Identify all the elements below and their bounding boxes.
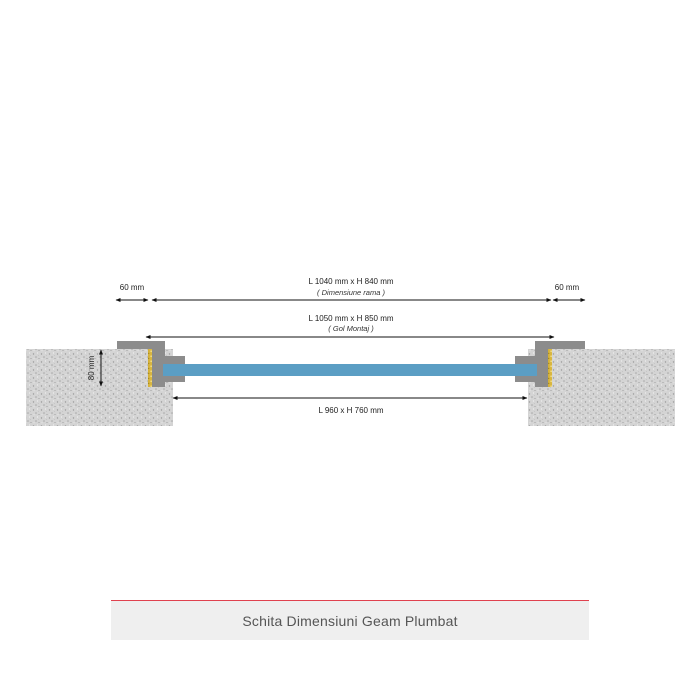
caption-bar: Schita Dimensiuni Geam Plumbat: [111, 600, 589, 640]
glass-size-label: L 960 x H 760 mm: [318, 406, 383, 415]
opening-note-label: ( Gol Montaj ): [328, 324, 374, 333]
depth-label: 80 mm: [87, 355, 96, 380]
right-wall: [528, 349, 675, 426]
glass-pane: [163, 364, 537, 376]
opening-size-label: L 1050 mm x H 850 mm: [308, 314, 393, 323]
frame-note-label: ( Dimensiune rama ): [317, 288, 385, 297]
left-margin-label: 60 mm: [120, 283, 145, 292]
frame-size-label: L 1040 mm x H 840 mm: [308, 277, 393, 286]
diagram-caption: Schita Dimensiuni Geam Plumbat: [242, 612, 458, 629]
right-margin-label: 60 mm: [555, 283, 580, 292]
